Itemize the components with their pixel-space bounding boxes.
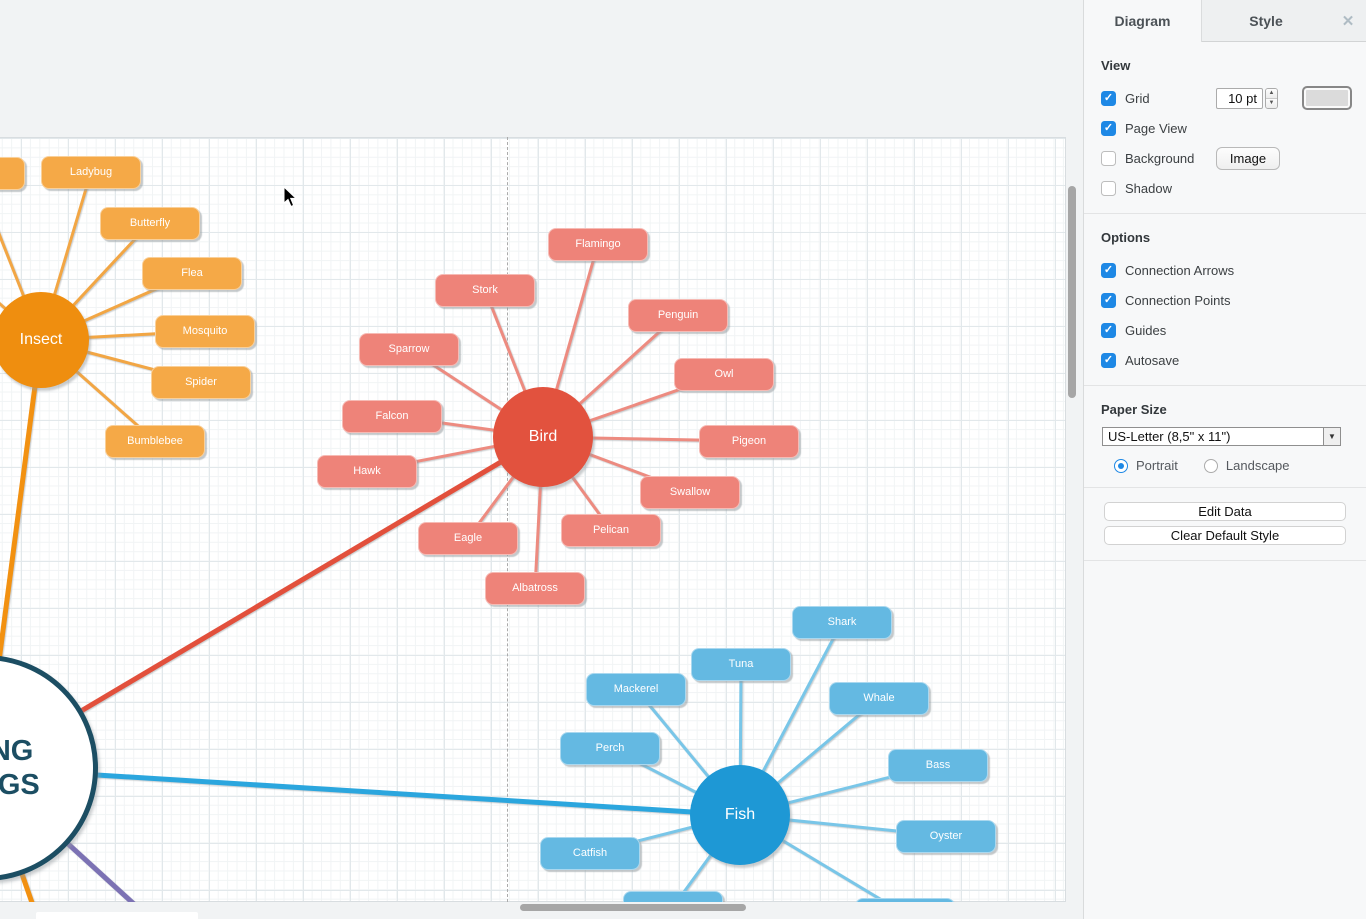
background-image-button[interactable]: Image <box>1216 146 1280 170</box>
portrait-label: Portrait <box>1136 458 1178 473</box>
guides-row: Guides <box>1101 315 1349 345</box>
node-pelican[interactable]: Pelican <box>561 513 661 547</box>
grid-size-input[interactable] <box>1216 87 1263 109</box>
hub-fish[interactable]: Fish <box>690 765 790 865</box>
guides-checkbox[interactable] <box>1101 322 1116 338</box>
tab-diagram[interactable]: Diagram <box>1084 0 1202 42</box>
node-owl[interactable]: Owl <box>674 357 774 391</box>
node-flea[interactable]: Flea <box>142 256 242 290</box>
node-tuna[interactable]: Tuna <box>691 647 791 681</box>
node-partial[interactable] <box>855 897 955 902</box>
grid-color-swatch[interactable] <box>1302 86 1352 110</box>
node-pigeon[interactable]: Pigeon <box>699 424 799 458</box>
autosave-label: Autosave <box>1125 352 1180 368</box>
landscape-label: Landscape <box>1225 458 1290 473</box>
view-section: View Grid ▲ ▼ Page View Background Image <box>1084 42 1366 213</box>
section-divider <box>1084 213 1366 214</box>
node-falcon[interactable]: Falcon <box>342 399 442 433</box>
page-view-checkbox[interactable] <box>1101 120 1116 136</box>
shadow-checkbox[interactable] <box>1101 180 1116 196</box>
format-panel-tabbar: Diagram Style ✕ <box>1084 0 1366 42</box>
connection-arrows-checkbox[interactable] <box>1101 262 1116 278</box>
autosave-row: Autosave <box>1101 345 1349 375</box>
node-bumblebee[interactable]: Bumblebee <box>105 424 205 458</box>
stepper-down-icon[interactable]: ▼ <box>1266 98 1277 108</box>
background-row: Background Image <box>1101 143 1349 173</box>
node-swallow[interactable]: Swallow <box>640 475 740 509</box>
vertical-scrollbar-thumb[interactable] <box>1068 186 1076 398</box>
connection-points-row: Connection Points <box>1101 285 1349 315</box>
node-butterfly[interactable]: Butterfly <box>100 206 200 240</box>
grid-size-stepper: ▲ ▼ <box>1265 87 1278 109</box>
section-divider <box>1084 385 1366 386</box>
trunk-insect[interactable] <box>0 339 44 768</box>
panel-actions: Edit Data Clear Default Style <box>1084 488 1366 560</box>
autosave-checkbox[interactable] <box>1101 352 1116 368</box>
trunk-fish[interactable] <box>0 766 741 818</box>
hub-insect[interactable]: Insect <box>0 292 89 388</box>
node-partial[interactable] <box>0 156 25 190</box>
edit-data-button[interactable]: Edit Data <box>1104 502 1346 521</box>
node-whale[interactable]: Whale <box>829 681 929 715</box>
options-heading: Options <box>1101 230 1151 245</box>
node-partial[interactable] <box>623 890 723 902</box>
connection-points-checkbox[interactable] <box>1101 292 1116 308</box>
node-hawk[interactable]: Hawk <box>317 454 417 488</box>
page-view-label: Page View <box>1125 120 1187 136</box>
node-oyster[interactable]: Oyster <box>896 819 996 853</box>
hub-bird[interactable]: Bird <box>493 387 593 487</box>
mouse-cursor-icon <box>283 186 298 208</box>
paper-size-select[interactable]: US-Letter (8,5" x 11") <box>1102 427 1341 446</box>
connection-arrows-row: Connection Arrows <box>1101 255 1349 285</box>
connection-points-label: Connection Points <box>1125 292 1231 308</box>
node-catfish[interactable]: Catfish <box>540 836 640 870</box>
grid-size-controls: ▲ ▼ <box>1216 86 1352 110</box>
node-penguin[interactable]: Penguin <box>628 298 728 332</box>
stepper-up-icon[interactable]: ▲ <box>1266 88 1277 99</box>
node-bass[interactable]: Bass <box>888 748 988 782</box>
node-ladybug[interactable]: Ladybug <box>41 155 141 189</box>
page-boundary-dashed-line <box>507 137 508 902</box>
background-checkbox[interactable] <box>1101 150 1116 166</box>
portrait-radio[interactable] <box>1114 458 1128 473</box>
shadow-row: Shadow <box>1101 173 1349 203</box>
background-label: Background <box>1125 150 1195 166</box>
node-sparrow[interactable]: Sparrow <box>359 332 459 366</box>
grid-row: Grid ▲ ▼ <box>1101 83 1352 113</box>
format-panel: Diagram Style ✕ View Grid ▲ ▼ Page View … <box>1083 0 1366 919</box>
node-stork[interactable]: Stork <box>435 273 535 307</box>
grid-label: Grid <box>1125 90 1150 106</box>
page-view-row: Page View <box>1101 113 1349 143</box>
node-albatross[interactable]: Albatross <box>485 571 585 605</box>
shadow-label: Shadow <box>1125 180 1172 196</box>
landscape-radio[interactable] <box>1203 458 1218 473</box>
clear-default-style-button[interactable]: Clear Default Style <box>1104 526 1346 545</box>
node-shark[interactable]: Shark <box>792 605 892 639</box>
paper-size-section: Paper Size US-Letter (8,5" x 11") Portra… <box>1084 386 1366 487</box>
node-mackerel[interactable]: Mackerel <box>586 672 686 706</box>
orientation-radios: Portrait Landscape <box>1114 458 1349 473</box>
node-eagle[interactable]: Eagle <box>418 521 518 555</box>
node-perch[interactable]: Perch <box>560 731 660 765</box>
close-panel-icon[interactable]: ✕ <box>1330 0 1366 42</box>
view-heading: View <box>1101 58 1131 73</box>
horizontal-scrollbar-thumb[interactable] <box>520 904 746 911</box>
grid-checkbox[interactable] <box>1101 90 1116 106</box>
page-tab-sliver[interactable] <box>36 912 198 919</box>
node-flamingo[interactable]: Flamingo <box>548 227 648 261</box>
connection-arrows-label: Connection Arrows <box>1125 262 1235 278</box>
section-divider <box>1084 487 1366 488</box>
tab-style[interactable]: Style <box>1202 0 1330 42</box>
section-divider <box>1084 560 1366 561</box>
options-section: Options Connection Arrows Connection Poi… <box>1084 214 1366 385</box>
paper-size-heading: Paper Size <box>1101 402 1167 417</box>
guides-label: Guides <box>1125 322 1167 338</box>
node-mosquito[interactable]: Mosquito <box>155 314 255 348</box>
node-spider[interactable]: Spider <box>151 365 251 399</box>
